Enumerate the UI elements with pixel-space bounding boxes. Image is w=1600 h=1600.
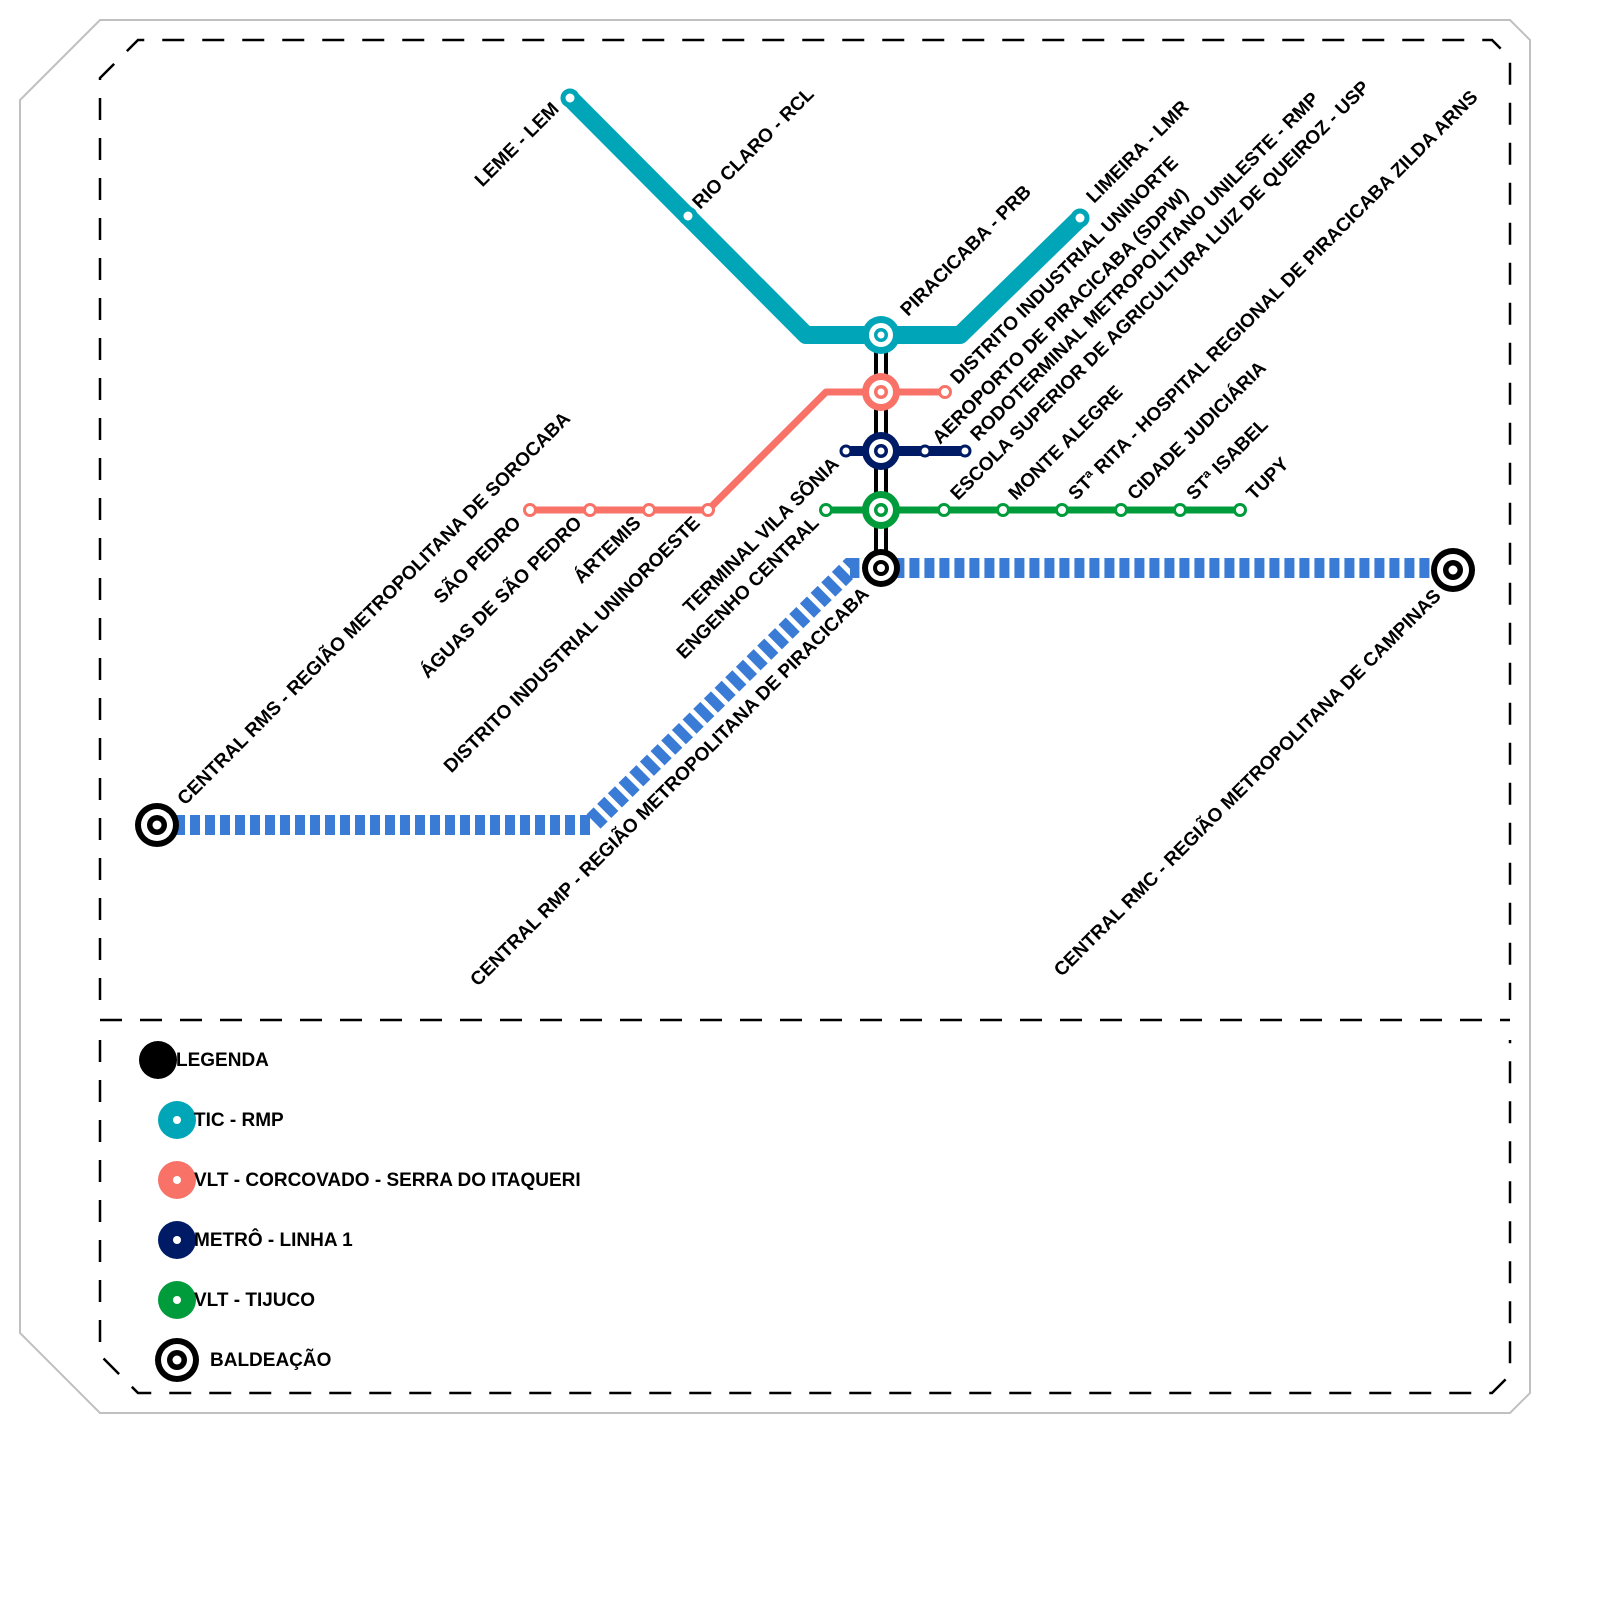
station-rodoterminal[interactable]	[958, 444, 972, 458]
station-aguas-de-sao-pedro[interactable]	[583, 503, 597, 517]
legend-interchange-label: BALDEAÇÃO	[210, 1349, 331, 1371]
station-sta-isabel[interactable]	[1173, 503, 1187, 517]
station-tupy[interactable]	[1233, 503, 1247, 517]
legend: LEGENDA TIC - RMP VLT - CORCOVADO - SERR…	[139, 1041, 581, 1382]
interchange-tijuco[interactable]	[862, 491, 900, 529]
interchange-central-rmp[interactable]	[862, 549, 900, 587]
legend-corcovado-label: VLT - CORCOVADO - SERRA DO ITAQUERI	[194, 1170, 581, 1191]
interchange-piracicaba[interactable]	[862, 316, 900, 354]
interchange-corcovado[interactable]	[862, 373, 900, 411]
station-aeroporto[interactable]	[918, 444, 932, 458]
station-esalq[interactable]	[937, 503, 951, 517]
station-limeira[interactable]	[1070, 208, 1090, 228]
interchange-central-rmc[interactable]	[1431, 548, 1475, 592]
station-leme[interactable]	[560, 88, 580, 108]
station-artemis[interactable]	[642, 503, 656, 517]
interchange-central-rms[interactable]	[135, 803, 179, 847]
legend-tic-label: TIC - RMP	[194, 1110, 284, 1131]
legend-title: LEGENDA	[176, 1050, 269, 1071]
legend-title-icon	[139, 1041, 177, 1079]
legend-area-border	[98, 1040, 1512, 1395]
legend-metro-label: METRÔ - LINHA 1	[194, 1229, 353, 1251]
station-distrito-uninoroeste[interactable]	[701, 503, 715, 517]
legend-interchange-icon	[155, 1338, 199, 1382]
interchange-metro[interactable]	[862, 432, 900, 470]
station-sao-pedro[interactable]	[523, 503, 537, 517]
map-frame	[19, 19, 1531, 1414]
station-monte-alegre[interactable]	[996, 503, 1010, 517]
station-sta-rita[interactable]	[1055, 503, 1069, 517]
station-cidade-judiciaria[interactable]	[1114, 503, 1128, 517]
station-engenho-central[interactable]	[819, 503, 833, 517]
map-area-border	[98, 38, 1512, 1000]
station-terminal-vila-sonia[interactable]	[839, 444, 853, 458]
legend-tijuco-label: VLT - TIJUCO	[194, 1290, 315, 1311]
station-distrito-uninorte[interactable]	[938, 385, 952, 399]
station-rio-claro[interactable]	[678, 206, 698, 226]
